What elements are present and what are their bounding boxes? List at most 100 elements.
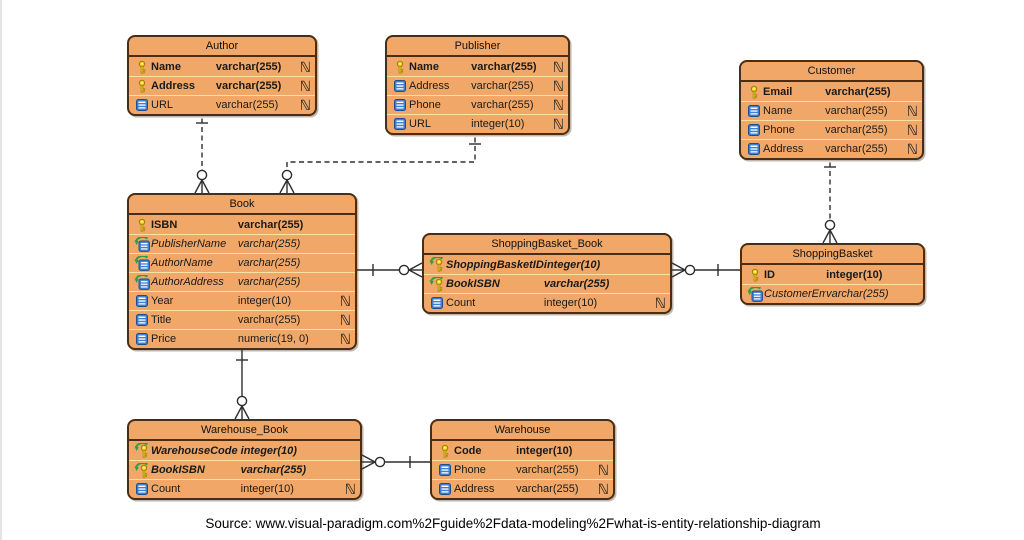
attribute-name: Name [409,60,439,73]
attribute-name: Price [151,333,177,345]
attribute-type: varchar(255) [471,60,537,73]
attribute-row: Address varchar(255) ℕ [129,76,315,95]
attribute-name: Count [151,483,181,495]
attribute-name: ShoppingBasketID [446,258,544,271]
primary-key-icon [391,60,409,74]
attribute-name: Name [151,60,181,73]
nullable-icon: ℕ [299,78,311,94]
attribute-name: Title [151,314,172,326]
attribute-row: AuthorName varchar(255) [129,253,355,272]
primary-key-icon [436,444,454,458]
attribute-row: Title varchar(255) ℕ [129,310,355,329]
column-icon [133,294,151,308]
nullable-icon: ℕ [344,481,356,497]
column-icon [428,296,446,310]
attribute-name: Count [446,297,476,309]
attribute-name: BookISBN [151,464,205,476]
entity-title: Warehouse [432,421,613,441]
nullable-icon: ℕ [906,122,918,138]
column-icon [133,482,151,496]
attribute-name: URL [151,99,174,111]
attribute-name: Address [409,80,450,92]
column-icon [391,79,409,93]
attribute-type: integer(10) [543,297,598,309]
primary-foreign-key-icon [428,276,446,292]
attribute-type: varchar(255) [516,464,579,476]
primary-foreign-key-icon [428,257,446,272]
attribute-name: Address [151,80,196,92]
attribute-type: varchar(255) [825,105,888,117]
attribute-name: Phone [409,99,441,111]
primary-foreign-key-icon [133,443,151,458]
attribute-type: varchar(255) [237,238,301,250]
column-icon [436,463,454,477]
attribute-type: integer(10) [471,118,525,130]
nullable-icon: ℕ [339,312,351,328]
primary-foreign-key-icon [133,462,151,478]
entity-title: Author [129,37,315,57]
attribute-type: varchar(255) [215,60,282,73]
attribute-type: integer(10) [240,483,294,495]
attribute-name: Year [151,295,174,307]
attribute-type: integer(10) [237,295,292,307]
attribute-row: PublisherName varchar(255) [129,234,355,253]
nullable-icon: ℕ [906,103,918,119]
primary-key-icon [133,218,151,232]
attribute-type: varchar(255) [240,464,307,476]
entity-publisher: Publisher Name varchar(255) ℕ Address varch… [385,35,570,135]
column-icon [133,98,151,112]
foreign-key-icon [133,236,151,252]
column-icon [745,123,763,137]
entity-title: ShoppingBasket [742,245,923,265]
attribute-type: varchar(255) [471,80,534,92]
attribute-type: integer(10) [543,258,601,271]
nullable-icon: ℕ [906,141,918,157]
entity-title: Book [129,195,355,215]
attribute-type: varchar(255) [237,257,301,269]
attribute-name: Phone [763,124,795,136]
nullable-icon: ℕ [552,116,564,132]
attribute-name: WarehouseCode [151,444,238,457]
entity-title: Publisher [387,37,568,57]
entity-author: Author Name varchar(255) ℕ Address varchar(… [127,35,317,116]
nullable-icon: ℕ [597,462,609,478]
attribute-name: ID [764,268,775,281]
attribute-type: varchar(255) [237,276,301,288]
nullable-icon: ℕ [552,97,564,113]
attribute-type: varchar(255) [215,80,282,92]
column-icon [436,482,454,496]
attribute-name: AuthorName [151,257,213,269]
attribute-name: AuthorAddress [151,276,224,288]
foreign-key-icon [133,274,151,290]
attribute-name: PublisherName [151,238,227,250]
attribute-name: ISBN [151,218,178,231]
primary-key-icon [133,79,151,93]
nullable-icon: ℕ [339,331,351,347]
relationship-publisher-book [286,129,476,170]
attribute-type: varchar(255) [237,314,301,326]
